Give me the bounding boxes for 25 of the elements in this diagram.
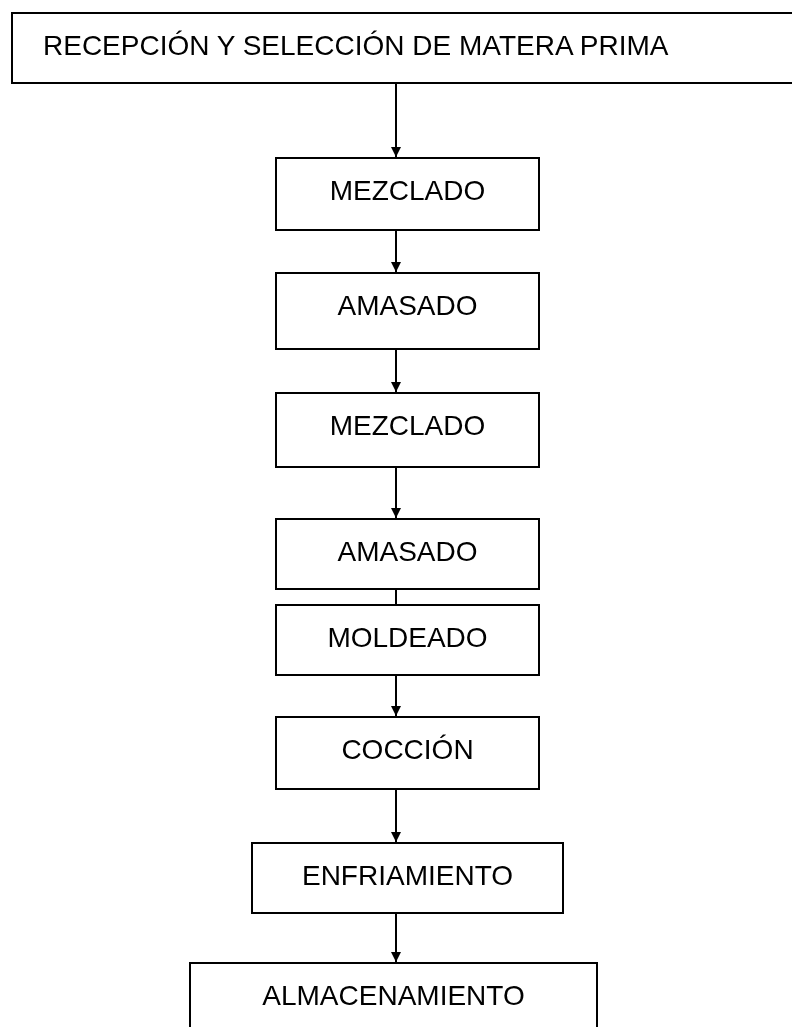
arrow (391, 913, 401, 963)
process-box (275, 716, 540, 790)
step-label: MOLDEADO (327, 622, 488, 655)
arrow (391, 467, 401, 519)
process-box (275, 518, 540, 590)
arrow (391, 83, 401, 158)
arrow (391, 789, 401, 843)
step-label: ALMACENAMIENTO (262, 980, 525, 1013)
process-box (275, 157, 540, 231)
process-box (251, 842, 564, 914)
process-box (11, 12, 792, 84)
arrow (391, 675, 401, 717)
step-label: MEZCLADO (329, 410, 486, 443)
step-label: COCCIÓN (341, 734, 474, 767)
process-box (275, 272, 540, 350)
process-box (275, 392, 540, 468)
connector-line (395, 589, 397, 605)
step-label: MEZCLADO (329, 175, 486, 208)
process-box (275, 604, 540, 676)
arrow (391, 349, 401, 393)
step-label: AMASADO (337, 290, 478, 323)
step-label: RECEPCIÓN Y SELECCIÓN DE MATERA PRIMA (43, 30, 669, 63)
arrow (391, 230, 401, 273)
step-label: ENFRIAMIENTO (301, 860, 514, 893)
step-label: AMASADO (337, 536, 478, 569)
